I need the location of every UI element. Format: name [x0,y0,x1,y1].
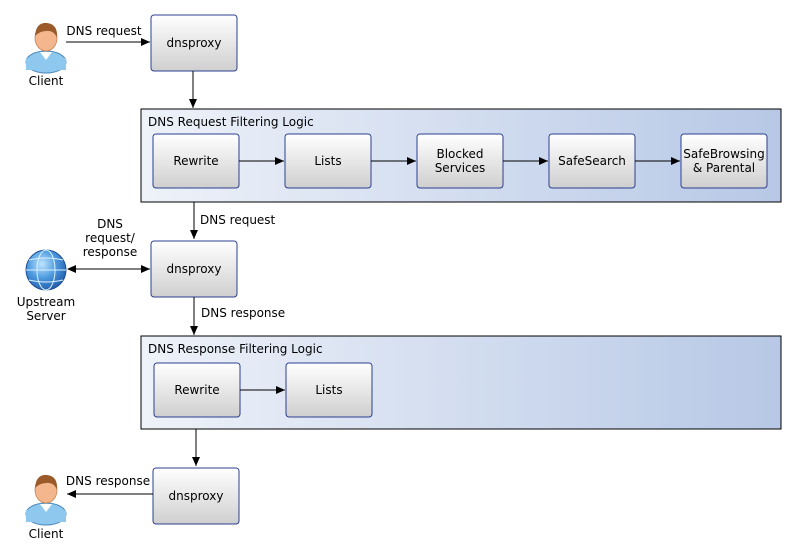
response-step-label: Rewrite [174,383,219,397]
request-step-safebrowsing: SafeBrowsing & Parental [680,133,768,189]
dnsproxy-box-2: dnsproxy [150,240,238,298]
request-step-label-2: & Parental [693,161,755,175]
response-step-label: Lists [315,383,342,397]
response-filtering-panel: DNS Response Filtering Logic [140,335,782,430]
upstream-label-1: Upstream [17,295,75,309]
request-step-lists: Lists [284,133,372,189]
dnsproxy-label-3: dnsproxy [169,489,224,503]
edge-client-to-proxy-label: DNS request [66,24,142,38]
request-step-blocked-services: Blocked Services [416,133,504,189]
response-filtering-title: DNS Response Filtering Logic [148,342,323,356]
request-step-safesearch: SafeSearch [548,133,636,189]
request-step-label: SafeSearch [558,154,626,168]
request-filtering-title: DNS Request Filtering Logic [148,115,314,129]
edge-proxy3-to-client-label: DNS response [66,474,150,488]
client-top-icon [25,22,67,74]
request-step-label-2: Services [435,161,486,175]
client-top-label: Client [29,74,64,88]
response-step-rewrite: Rewrite [153,362,241,418]
request-step-label: Lists [314,154,341,168]
request-step-label: SafeBrowsing [683,147,764,161]
dnsproxy-label-1: dnsproxy [167,36,222,50]
edge-upstream-label-2: request/ [85,231,136,245]
edge-request-logic-to-proxy2-label: DNS request [200,213,276,227]
request-step-rewrite: Rewrite [152,133,240,189]
request-step-label: Blocked [436,147,483,161]
client-bottom-icon [25,474,67,526]
dnsproxy-label-2: dnsproxy [167,262,222,276]
client-bottom-label: Client [29,527,64,541]
edge-proxy2-to-response-label: DNS response [201,306,285,320]
dnsproxy-box-1: dnsproxy [150,14,238,72]
edge-upstream-label-1: DNS [97,217,123,231]
upstream-label-2: Server [26,309,65,323]
edge-upstream-label-3: response [83,245,138,259]
response-step-lists: Lists [285,362,373,418]
dnsproxy-box-3: dnsproxy [152,467,240,525]
globe-icon [25,249,67,291]
request-step-label: Rewrite [173,154,218,168]
